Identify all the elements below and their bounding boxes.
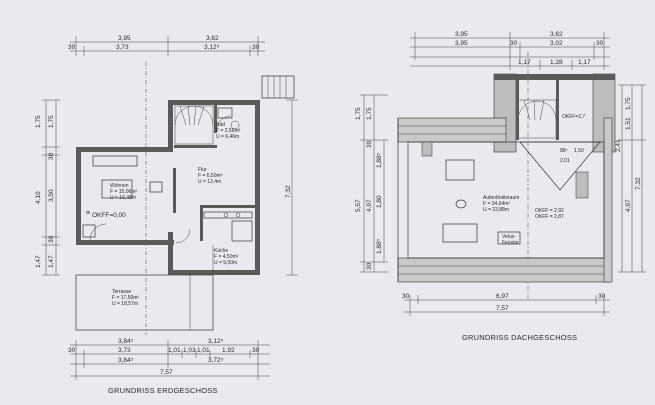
gf-room-wohnen-area: F = 15,06m²	[110, 189, 137, 195]
af-stair-dim-2: 1,50	[574, 148, 584, 154]
gf-bottom-dim-1: 3,84⁵	[118, 338, 134, 345]
gf-bottom-dim-9: 30	[252, 347, 260, 354]
gf-bottom-dim-5: 1,01	[168, 347, 181, 354]
af-room-aufenthalt-perimeter: U = 23,88m	[483, 207, 509, 213]
gf-top-dim-3: 30	[68, 44, 76, 51]
af-right-dim-2: 1,51	[625, 117, 632, 130]
af-left-dim-4: 1,88⁵	[376, 152, 383, 168]
attic-floor-plan: 3,95 3,62 3,95 30 3,02 30 1,17 1,28 1,17…	[355, 31, 646, 342]
af-left-dim-8: 1,88⁵	[376, 238, 383, 254]
af-left-dim-5: 1,80	[376, 195, 383, 208]
gf-room-kueche-perimeter: U = 9,00m	[214, 260, 237, 266]
gf-bottom-dim-4: 3,73	[118, 347, 131, 354]
gf-room-terrasse-name: Terrasse	[112, 289, 131, 295]
gf-room-terrasse-area: F = 17,50m²	[112, 295, 139, 301]
af-top-dim-2: 3,62	[550, 31, 563, 38]
af-right-dim-4: 4,97	[625, 199, 632, 212]
af-velux-1: Velux-	[502, 234, 516, 240]
gf-right-dim: 7,32	[285, 185, 292, 198]
gf-bottom-dim-7: 1,01	[197, 347, 210, 354]
gf-room-flur-perimeter: U = 12,4m	[198, 179, 221, 185]
gf-top-dim-4: 3,73	[116, 44, 129, 51]
gf-bottom-dim-10: 3,84⁵	[118, 357, 134, 364]
af-left-dim-7: 4,97	[366, 199, 373, 212]
af-top-dim-9: 1,17	[578, 59, 591, 66]
af-okff-1: OKFF = 2,92	[535, 208, 564, 214]
af-stair-dim-1: 88⁵	[560, 148, 568, 154]
af-top-dim-6: 30	[596, 40, 604, 47]
gf-bottom-total: 7,57	[160, 369, 173, 376]
gf-room-terrasse-perimeter: U = 18,57m	[112, 301, 138, 307]
af-left-dim-3: 30	[366, 140, 373, 148]
gf-left-dim-6: 30	[48, 235, 55, 243]
af-top-dim-8: 1,28	[550, 59, 563, 66]
gf-bottom-dim-8: 1,92	[222, 347, 235, 354]
gf-room-wohnen-name: Wohnen	[110, 183, 129, 189]
gf-room-bad-area: F = 2,56m²	[216, 128, 241, 134]
ground-floor-plan: 3,95 3,62 30 3,73 3,12⁵ 30 1,75 1,75 30 …	[35, 35, 298, 395]
gf-top-dim-5: 3,12⁵	[204, 44, 220, 51]
gf-top-dim-1: 3,95	[118, 35, 131, 42]
af-velux-2: Fenster	[502, 240, 519, 246]
af-room-aufenthalt-area: F = 34,64m²	[483, 201, 510, 207]
gf-left-dim-7: 1,47	[35, 255, 42, 268]
gf-bottom-dim-3: 30	[68, 347, 76, 354]
af-title: GRUNDRISS DACHGESCHOSS	[462, 333, 577, 342]
gf-room-bad-perimeter: U = 6,46m	[216, 134, 239, 140]
af-bottom-total: 7,57	[496, 305, 509, 312]
gf-left-dim-2: 1,75	[48, 115, 55, 128]
af-left-dim-1: 1,75	[355, 107, 362, 120]
gf-left-dim-8: 1,47	[48, 255, 55, 268]
af-bottom-dim-2: 6,97	[496, 293, 509, 300]
gf-room-kueche-name: Küche	[214, 248, 228, 254]
gf-left-dim-4: 4,10	[35, 191, 42, 204]
gf-room-bad-name: Bad	[216, 122, 225, 128]
gf-room-flur-name: Flur	[198, 167, 207, 173]
af-stair-dim-3: 2,01	[560, 158, 570, 164]
gf-room-flur-area: F = 6,50m²	[198, 173, 223, 179]
af-top-dim-4: 30	[510, 40, 518, 47]
af-okff-2: OKFF = 2,87	[535, 214, 564, 220]
af-right-dim-1: 1,75	[625, 97, 632, 110]
gf-room-wohnen-perimeter: U = 16,48m	[110, 195, 136, 201]
gf-title: GRUNDRISS ERDGESCHOSS	[108, 386, 218, 395]
gf-top-dim-6: 30	[252, 44, 260, 51]
gf-room-kueche-area: F = 4,50m²	[214, 254, 239, 260]
gf-top-dim-2: 3,62	[206, 35, 219, 42]
gf-bottom-dim-6: 1,03	[183, 347, 196, 354]
af-top-dim-3: 3,95	[455, 40, 468, 47]
af-bottom-dim-1: 30	[402, 293, 410, 300]
gf-bottom-dim-2: 3,12⁵	[208, 338, 224, 345]
af-left-dim-2: 1,75	[366, 107, 373, 120]
af-room-aufenthalt-name: Aufenthaltsraum	[483, 195, 519, 201]
gf-level-marker-icon: ⊕	[86, 210, 90, 216]
af-right-dim-5: 7,32	[635, 177, 642, 190]
gf-bottom-dim-11: 3,72⁵	[208, 357, 224, 364]
af-right-dim-3: 2,41	[615, 139, 622, 152]
af-top-dim-7: 1,17	[518, 59, 531, 66]
af-stair-okff: OKFF=2,7	[562, 114, 585, 120]
gf-left-dim-1: 1,75	[35, 115, 42, 128]
af-bottom-dim-3: 30	[598, 293, 606, 300]
af-left-dim-9: 30	[366, 262, 373, 270]
gf-left-dim-3: 30	[48, 152, 55, 160]
gf-left-dim-5: 3,50	[48, 189, 55, 202]
gf-okff-label: OKFF=0,00	[92, 212, 126, 219]
af-top-dim-1: 3,95	[455, 31, 468, 38]
af-top-dim-5: 3,02	[550, 40, 563, 47]
af-left-dim-6: 5,57	[355, 199, 362, 212]
